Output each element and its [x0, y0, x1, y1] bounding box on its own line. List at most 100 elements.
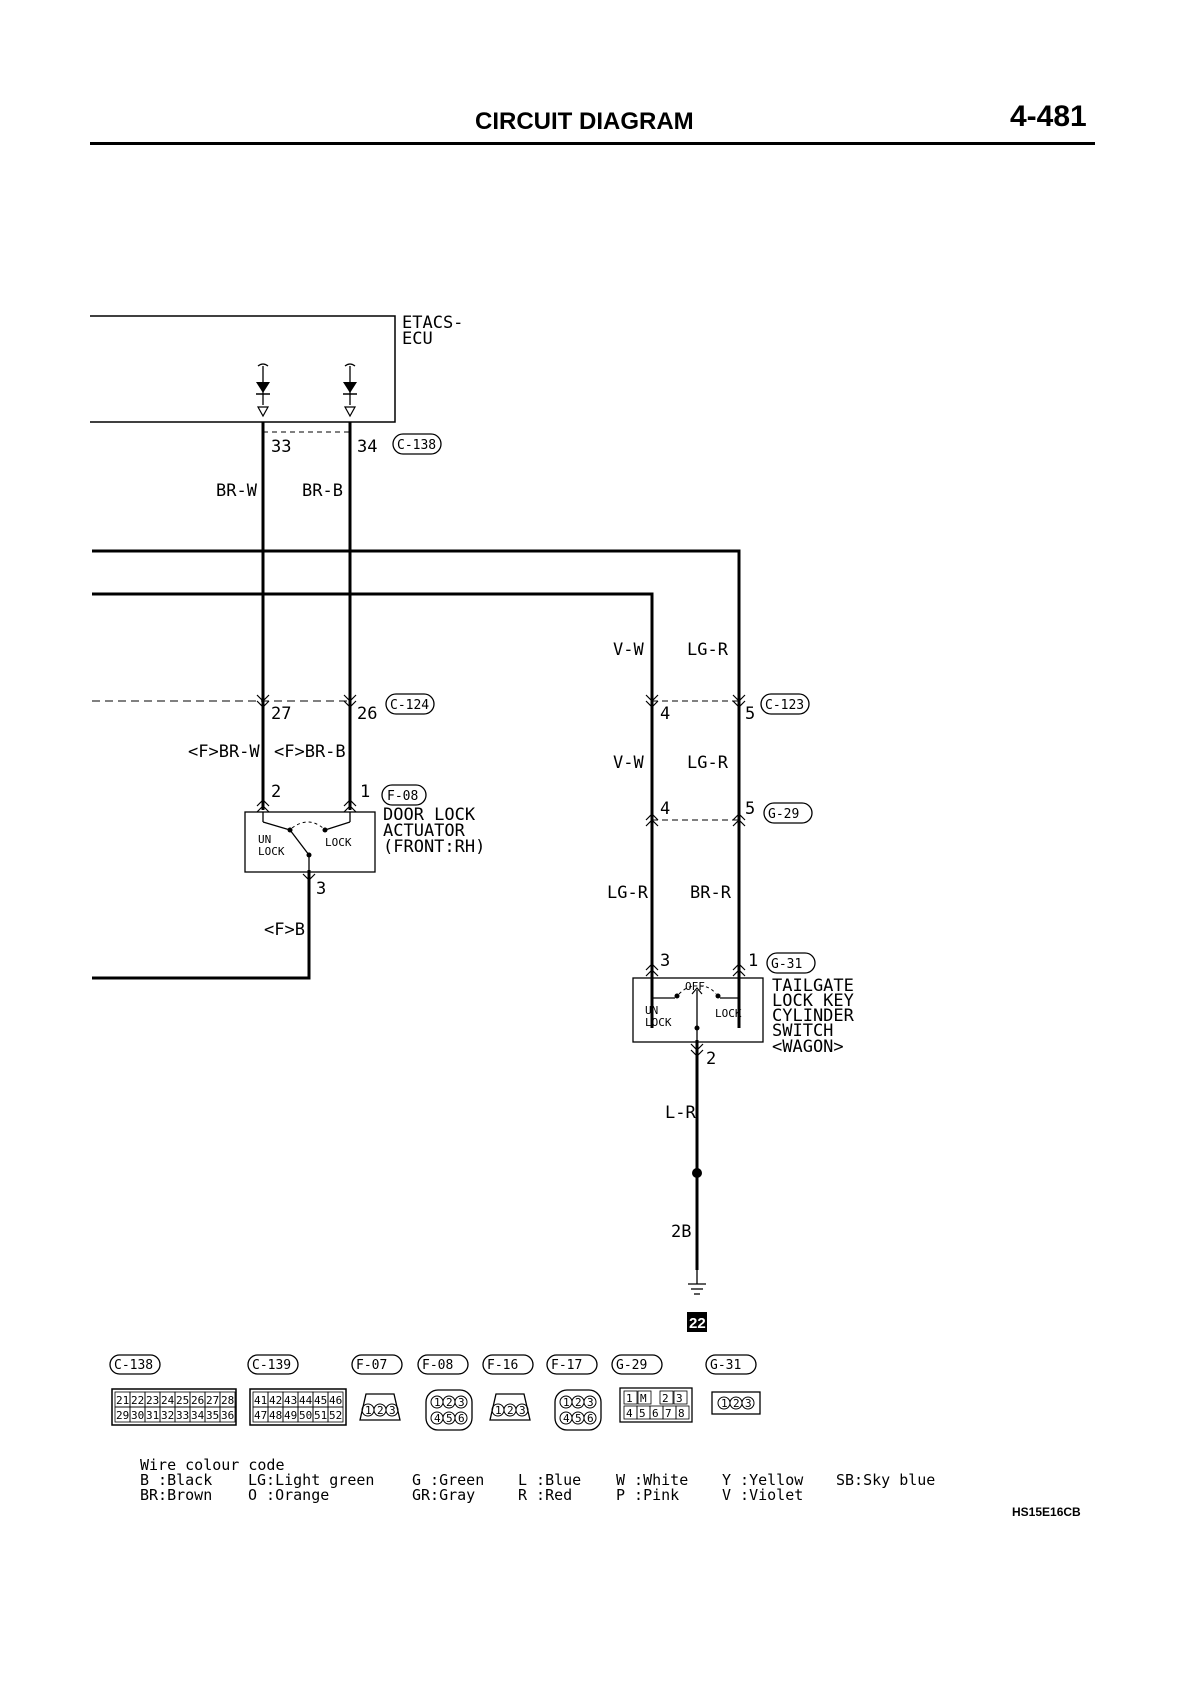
connector-pill [417, 1354, 469, 1375]
pin-5: 5 [745, 799, 755, 819]
connector-pill [546, 1354, 598, 1375]
pin-27: 27 [271, 704, 291, 724]
component-label: <WAGON> [772, 1037, 844, 1057]
pin-cell: 1 [721, 1397, 728, 1410]
colour-code-entry: W :White [616, 1471, 688, 1489]
colour-code-entry: L :Blue [518, 1471, 581, 1489]
colour-code-entry: P :Pink [616, 1486, 679, 1504]
pin-cell: 2 [662, 1392, 669, 1405]
colour-code-entry: SB:Sky blue [836, 1471, 935, 1489]
connector-legend-label: C-138 [114, 1358, 153, 1373]
wire-label: V-W [613, 753, 644, 773]
wire-label: <F>BR-B [274, 742, 346, 762]
pin-cell: 1 [626, 1392, 633, 1405]
colour-code-entry: BR:Brown [140, 1486, 212, 1504]
connector-pill [247, 1354, 299, 1375]
pin-cell: 24 [161, 1394, 175, 1407]
pin-33: 33 [271, 437, 291, 457]
pin-2: 2 [706, 1049, 716, 1069]
component-label: (FRONT:RH) [383, 837, 485, 857]
connector-label: C-123 [765, 698, 804, 713]
pin-cell: 36 [221, 1409, 234, 1422]
colour-code-entry: GR:Gray [412, 1486, 475, 1504]
switch-label: LOCK [325, 836, 352, 849]
door-lock-actuator: 2 1 F-08 UN LOCK LOCK DOOR LOCK ACTUATOR… [244, 782, 485, 899]
pin-5: 5 [745, 704, 755, 724]
component-label: LOCK KEY [772, 991, 854, 1011]
splice-point [692, 1168, 702, 1178]
connector-label: G-31 [771, 957, 802, 972]
pin-cell: 3 [389, 1404, 396, 1417]
wire-label: L-R [665, 1103, 696, 1123]
ground-icon [688, 1270, 706, 1295]
page-number: 4-481 [1010, 100, 1087, 133]
connector-c-124: 27 26 C-124 [92, 693, 435, 724]
connector-c-123: 4 5 C-123 [645, 693, 810, 724]
switch-label: LOCK [645, 1016, 672, 1029]
pin-cell: 1 [434, 1396, 441, 1409]
wire-label: <F>B [264, 920, 305, 940]
connector-pill [351, 1354, 403, 1375]
pin-cell: 1 [563, 1396, 570, 1409]
header-rule [90, 142, 1095, 145]
connector-legend-label: G-31 [710, 1358, 741, 1373]
pin-cell: 51 [314, 1409, 327, 1422]
pin-cell: 5 [575, 1412, 582, 1425]
connector-pill [611, 1354, 663, 1375]
pin-cell: 42 [269, 1394, 282, 1407]
pin-3: 3 [316, 879, 326, 899]
wire-label: 2B [671, 1222, 691, 1242]
connector-g-29: 4 5 G-29 [645, 799, 813, 827]
pin-cell: 3 [745, 1397, 752, 1410]
diode-icon [343, 363, 357, 418]
connector-legend-label: F-07 [356, 1358, 387, 1373]
component-label: ACTUATOR [383, 821, 466, 841]
pin-cell: 46 [329, 1394, 342, 1407]
pin-cell: 8 [678, 1407, 685, 1420]
pin-cell: 49 [284, 1409, 297, 1422]
wires [92, 422, 741, 1270]
pin-cell: 47 [254, 1409, 267, 1422]
pin-cell: 31 [146, 1409, 159, 1422]
component-label: CYLINDER [772, 1006, 855, 1026]
ecu-label-2: ECU [402, 329, 433, 349]
connector-legend-label: C-139 [252, 1358, 291, 1373]
pin-cell: 32 [161, 1409, 174, 1422]
drawing-code: HS15E16CB [1012, 1505, 1081, 1519]
pin-cell: 48 [269, 1409, 282, 1422]
pin-cell: 4 [626, 1407, 633, 1420]
switch-label: LOCK [715, 1007, 742, 1020]
diode-icon [256, 363, 270, 418]
component-label: SWITCH [772, 1021, 833, 1041]
pin-cell: M [640, 1392, 647, 1405]
pin-4: 4 [660, 799, 670, 819]
wire-label: BR-W [216, 481, 258, 501]
colour-code-entry: R :Red [518, 1486, 572, 1504]
connector-label: F-08 [387, 789, 418, 804]
switch-label: LOCK [258, 845, 285, 858]
pin-cell: 5 [446, 1412, 453, 1425]
connector-label: C-124 [390, 698, 429, 713]
pin-cell: 6 [652, 1407, 659, 1420]
colour-code-entry: B :Black [140, 1471, 212, 1489]
connector-pill [109, 1354, 161, 1375]
pin-2: 2 [271, 782, 281, 802]
pin-cell: 45 [314, 1394, 327, 1407]
pin-cell: 30 [131, 1409, 144, 1422]
pin-4: 4 [660, 704, 670, 724]
colour-code-entry: Y :Yellow [722, 1471, 804, 1489]
connector-icon [619, 1387, 693, 1423]
pin-cell: 6 [587, 1412, 594, 1425]
connector-legend-label: F-08 [422, 1358, 453, 1373]
pin-cell: 44 [299, 1394, 313, 1407]
pin-cell: 3 [587, 1396, 594, 1409]
page-title: CIRCUIT DIAGRAM [475, 108, 694, 135]
pin-3: 3 [660, 951, 670, 971]
tailgate-switch: 3 1 G-31 OFF UN LOCK LOCK TAILGATE LOCK [632, 951, 855, 1069]
switch-label: UN [645, 1004, 658, 1017]
ground-number-badge [687, 1312, 707, 1332]
